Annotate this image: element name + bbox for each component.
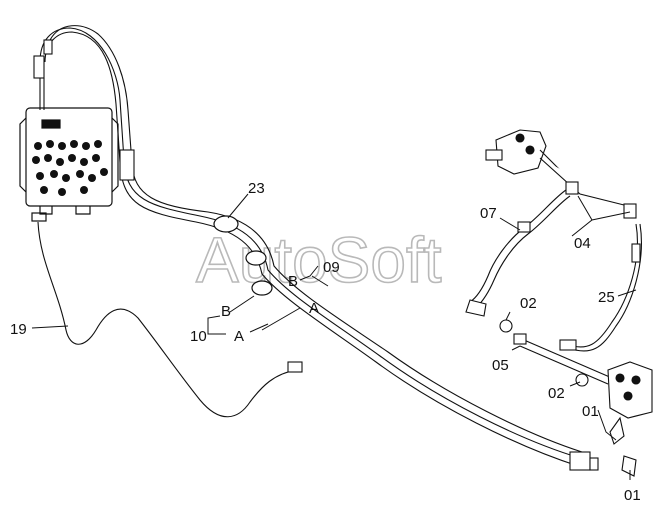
callout-01-upper: 01 — [582, 403, 599, 420]
callout-23: 23 — [248, 180, 265, 197]
callout-01-lower: 01 — [624, 487, 641, 504]
callout-09: 09 — [323, 259, 340, 276]
callout-07: 07 — [480, 205, 497, 222]
control-valve-upper — [485, 129, 637, 219]
hose-05 — [513, 333, 613, 385]
callout-b-upper: B — [288, 273, 298, 290]
pilot-valve-block — [19, 107, 119, 222]
fittings-02 — [499, 319, 589, 387]
callout-25: 25 — [598, 289, 615, 306]
leader-lines — [31, 193, 637, 480]
callout-a-lower: A — [234, 328, 244, 345]
clamp-23 — [213, 215, 273, 296]
harness-19 — [37, 221, 303, 418]
callout-b-lower: B — [221, 303, 231, 320]
hose-25 — [565, 223, 642, 352]
callout-02-lower: 02 — [548, 385, 565, 402]
control-valve-lower — [607, 361, 653, 477]
hose-07 — [465, 189, 571, 317]
watermark: AutoSoft — [196, 224, 442, 296]
callout-05: 05 — [492, 357, 509, 374]
callout-04: 04 — [574, 235, 591, 252]
callout-10: 10 — [190, 328, 207, 345]
callout-02-upper: 02 — [520, 295, 537, 312]
callout-a-upper: A — [309, 300, 319, 317]
callout-19: 19 — [10, 321, 27, 338]
